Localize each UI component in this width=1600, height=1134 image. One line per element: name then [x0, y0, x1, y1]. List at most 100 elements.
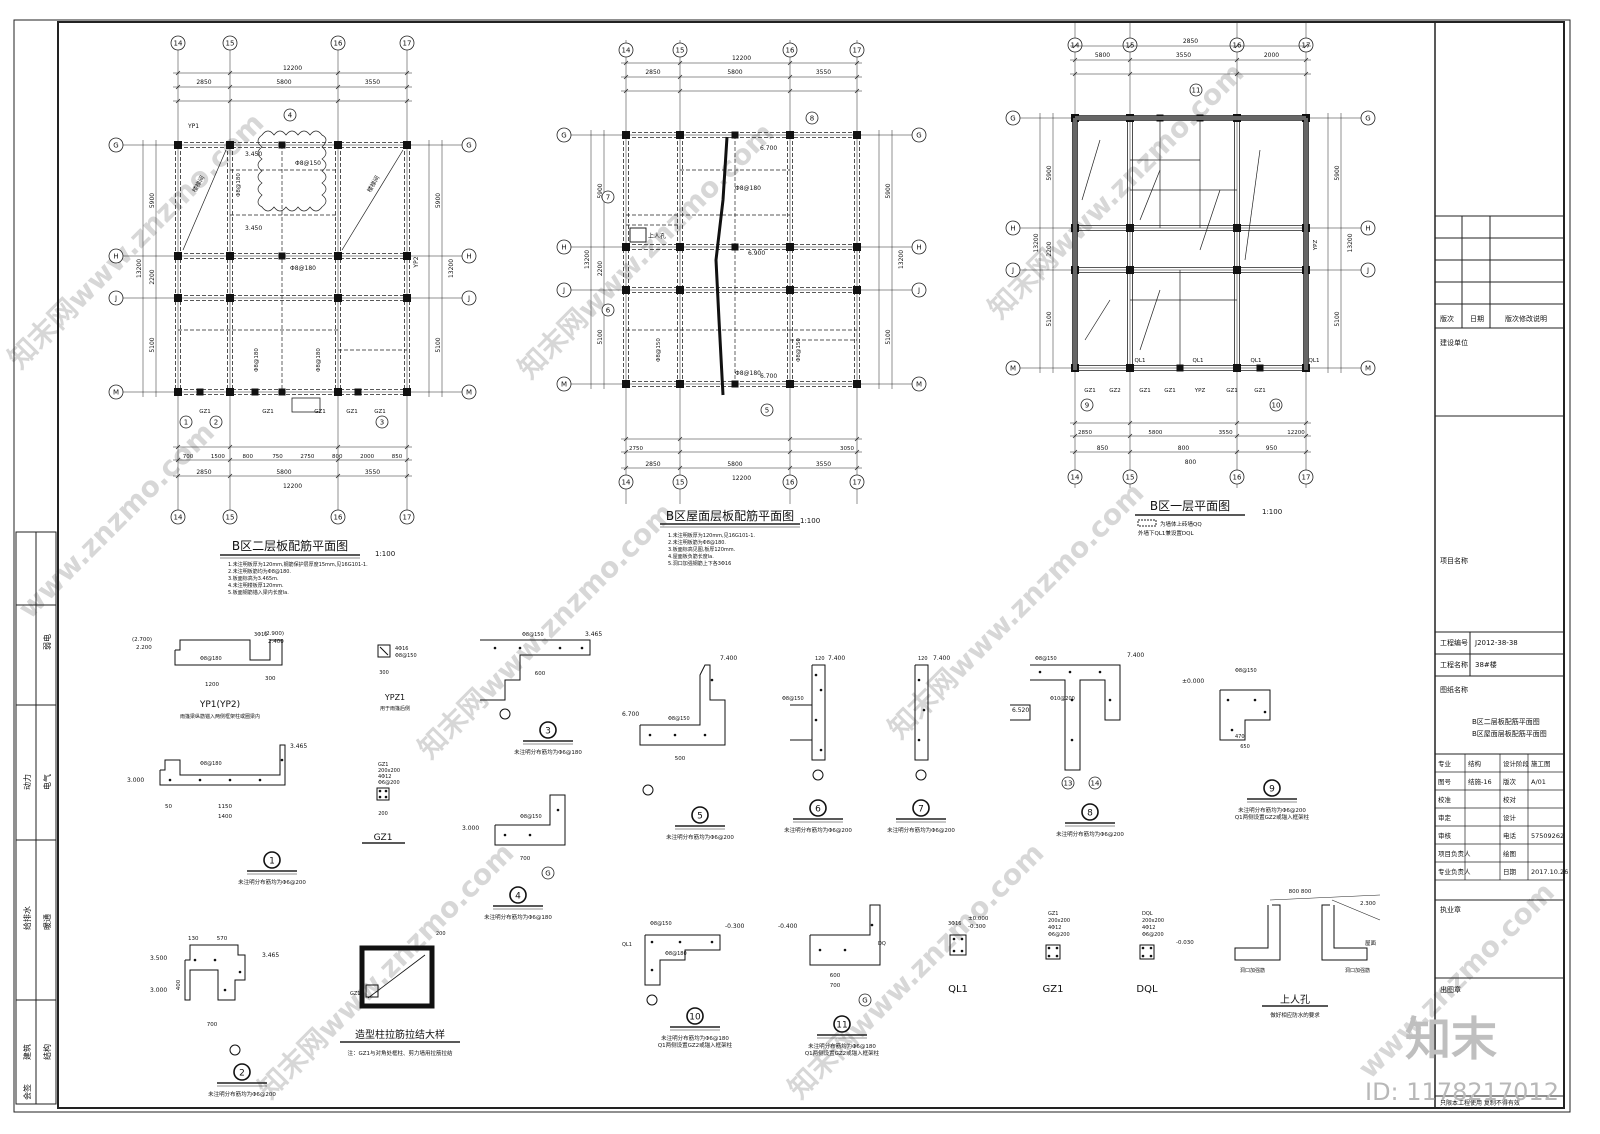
- rebar-label: Φ8@150: [522, 632, 544, 638]
- column: [403, 388, 411, 396]
- axis-bubble-right-label: G: [466, 142, 471, 150]
- dim-tick: [677, 60, 683, 66]
- elevation-text: 2.400: [268, 639, 284, 645]
- dim-text: 700: [520, 856, 531, 862]
- stair-diagonal: [1084, 299, 1111, 341]
- dim-text: 13200: [1033, 233, 1040, 252]
- dim-text: 3550: [365, 79, 380, 86]
- axis-bubble-bottom: [170, 509, 186, 525]
- dim-tick: [1127, 420, 1133, 426]
- detail-note: 未注明分布筋均为Φ6@200: [1056, 830, 1124, 838]
- elevation-text: 7.400: [933, 655, 950, 662]
- detail-note: Q1两侧设置GZ2或锚入框架柱: [658, 1041, 733, 1049]
- dim-text: 13200: [898, 250, 905, 269]
- axis-bubble-top: [782, 42, 798, 58]
- dim-text: 5800: [276, 469, 291, 476]
- dim-tick: [1127, 433, 1133, 439]
- rebar-dot: [384, 789, 388, 793]
- axis-bubble-bottom-label: 16: [1233, 474, 1242, 482]
- axis-bubble-label: G: [545, 870, 550, 878]
- rebar-dot: [650, 940, 654, 944]
- column: [853, 131, 861, 139]
- dim-tick: [787, 88, 793, 94]
- dim-tick: [335, 84, 341, 90]
- dim-tick: [1234, 71, 1240, 77]
- member-label: YPZ: [1194, 388, 1206, 394]
- rebar-label: Φ8@150: [656, 338, 662, 362]
- section-callout: [601, 303, 615, 317]
- axis-bubble: [1061, 776, 1075, 790]
- plan-note: 1.未注明板厚为120mm,钢筋保护层厚度15mm,见16G101-1.: [228, 561, 368, 568]
- detail-note: 未注明分布筋均为Φ6@200: [887, 826, 955, 834]
- elevation-text: -0.400: [778, 923, 798, 930]
- column: [334, 141, 342, 149]
- dim-text: 2850: [196, 469, 211, 476]
- dim-tick: [1234, 420, 1240, 426]
- title-block-cell: 结构: [1468, 759, 1482, 768]
- dim-tick: [1303, 420, 1309, 426]
- elevation-text: 3.450: [245, 225, 262, 232]
- axis-bubble-right-label: J: [917, 287, 920, 295]
- detail-number: 7: [918, 805, 924, 815]
- rebar-dot: [870, 923, 874, 927]
- elevation-text: -0.300: [725, 923, 745, 930]
- elevation-text: 6.900: [748, 250, 765, 257]
- rebar-label: Φ8@180: [200, 656, 222, 662]
- axis-bubble-left-label: J: [562, 287, 565, 295]
- label: 4Φ12: [1142, 925, 1155, 931]
- column: [786, 380, 794, 388]
- column: [1233, 364, 1241, 372]
- section-outline: [184, 944, 246, 1001]
- column: [226, 141, 234, 149]
- elevation-text: 3.000: [462, 825, 479, 832]
- column: [354, 388, 362, 396]
- detail-number-circle: [1081, 803, 1099, 821]
- rebar-dot: [1098, 670, 1102, 674]
- axis-bubble-right: [461, 384, 477, 400]
- dim-text: 700: [183, 454, 194, 460]
- axis-bubble-right-label: H: [916, 244, 921, 252]
- dim-tick: [404, 457, 410, 463]
- watermark-text: 知末网www.znzmo.com: [982, 56, 1251, 325]
- label: 洞口加强筋: [1240, 967, 1265, 974]
- dim-text: 5100: [597, 329, 604, 344]
- rebar-dot: [168, 778, 172, 782]
- dim-text: 5900: [597, 183, 604, 198]
- dim-tick: [623, 436, 629, 442]
- rebar-dot: [960, 949, 964, 953]
- axis-bubble-bottom: [222, 509, 238, 525]
- member-label: GZ1: [1164, 388, 1176, 394]
- elevation-text: ±0.000: [1182, 678, 1204, 685]
- rebar-dot: [818, 948, 822, 952]
- axis-bubble-left-label: H: [1010, 225, 1015, 233]
- dim-tick: [854, 74, 860, 80]
- axis-bubble-top: [1229, 37, 1245, 53]
- elevation-text: 3.500: [150, 955, 167, 962]
- elevation-text: 3.000: [127, 777, 144, 784]
- axis-bubble-bottom-label: 17: [1302, 474, 1311, 482]
- dim-tick: [227, 98, 233, 104]
- detail-yp1: (2.700)2.200(2.900)2.40012003003Φ16Φ8@18…: [132, 631, 284, 720]
- rebar-dot: [922, 708, 926, 712]
- column: [334, 252, 342, 260]
- axis-bubble-top-label: 15: [676, 47, 685, 55]
- dim-tick: [854, 88, 860, 94]
- dim-tick: [1072, 433, 1078, 439]
- dim-text: 200: [378, 811, 388, 817]
- dim-text: 2850: [645, 69, 660, 76]
- member-label: GZ1: [199, 409, 211, 415]
- axis-bubble-bottom-label: 16: [786, 479, 795, 487]
- rebar-dot: [1149, 954, 1153, 958]
- rebar-dot: [193, 958, 197, 962]
- label: QL1: [622, 942, 632, 948]
- detail-title: QL1: [948, 984, 968, 995]
- dim-tick: [1234, 433, 1240, 439]
- column: [622, 286, 630, 294]
- detail-note: 未注明分布筋均为Φ6@180: [484, 913, 552, 921]
- column: [1176, 364, 1184, 372]
- axis-bubble: [229, 1044, 241, 1056]
- column: [174, 294, 182, 302]
- section-callout-label: 8: [810, 115, 814, 123]
